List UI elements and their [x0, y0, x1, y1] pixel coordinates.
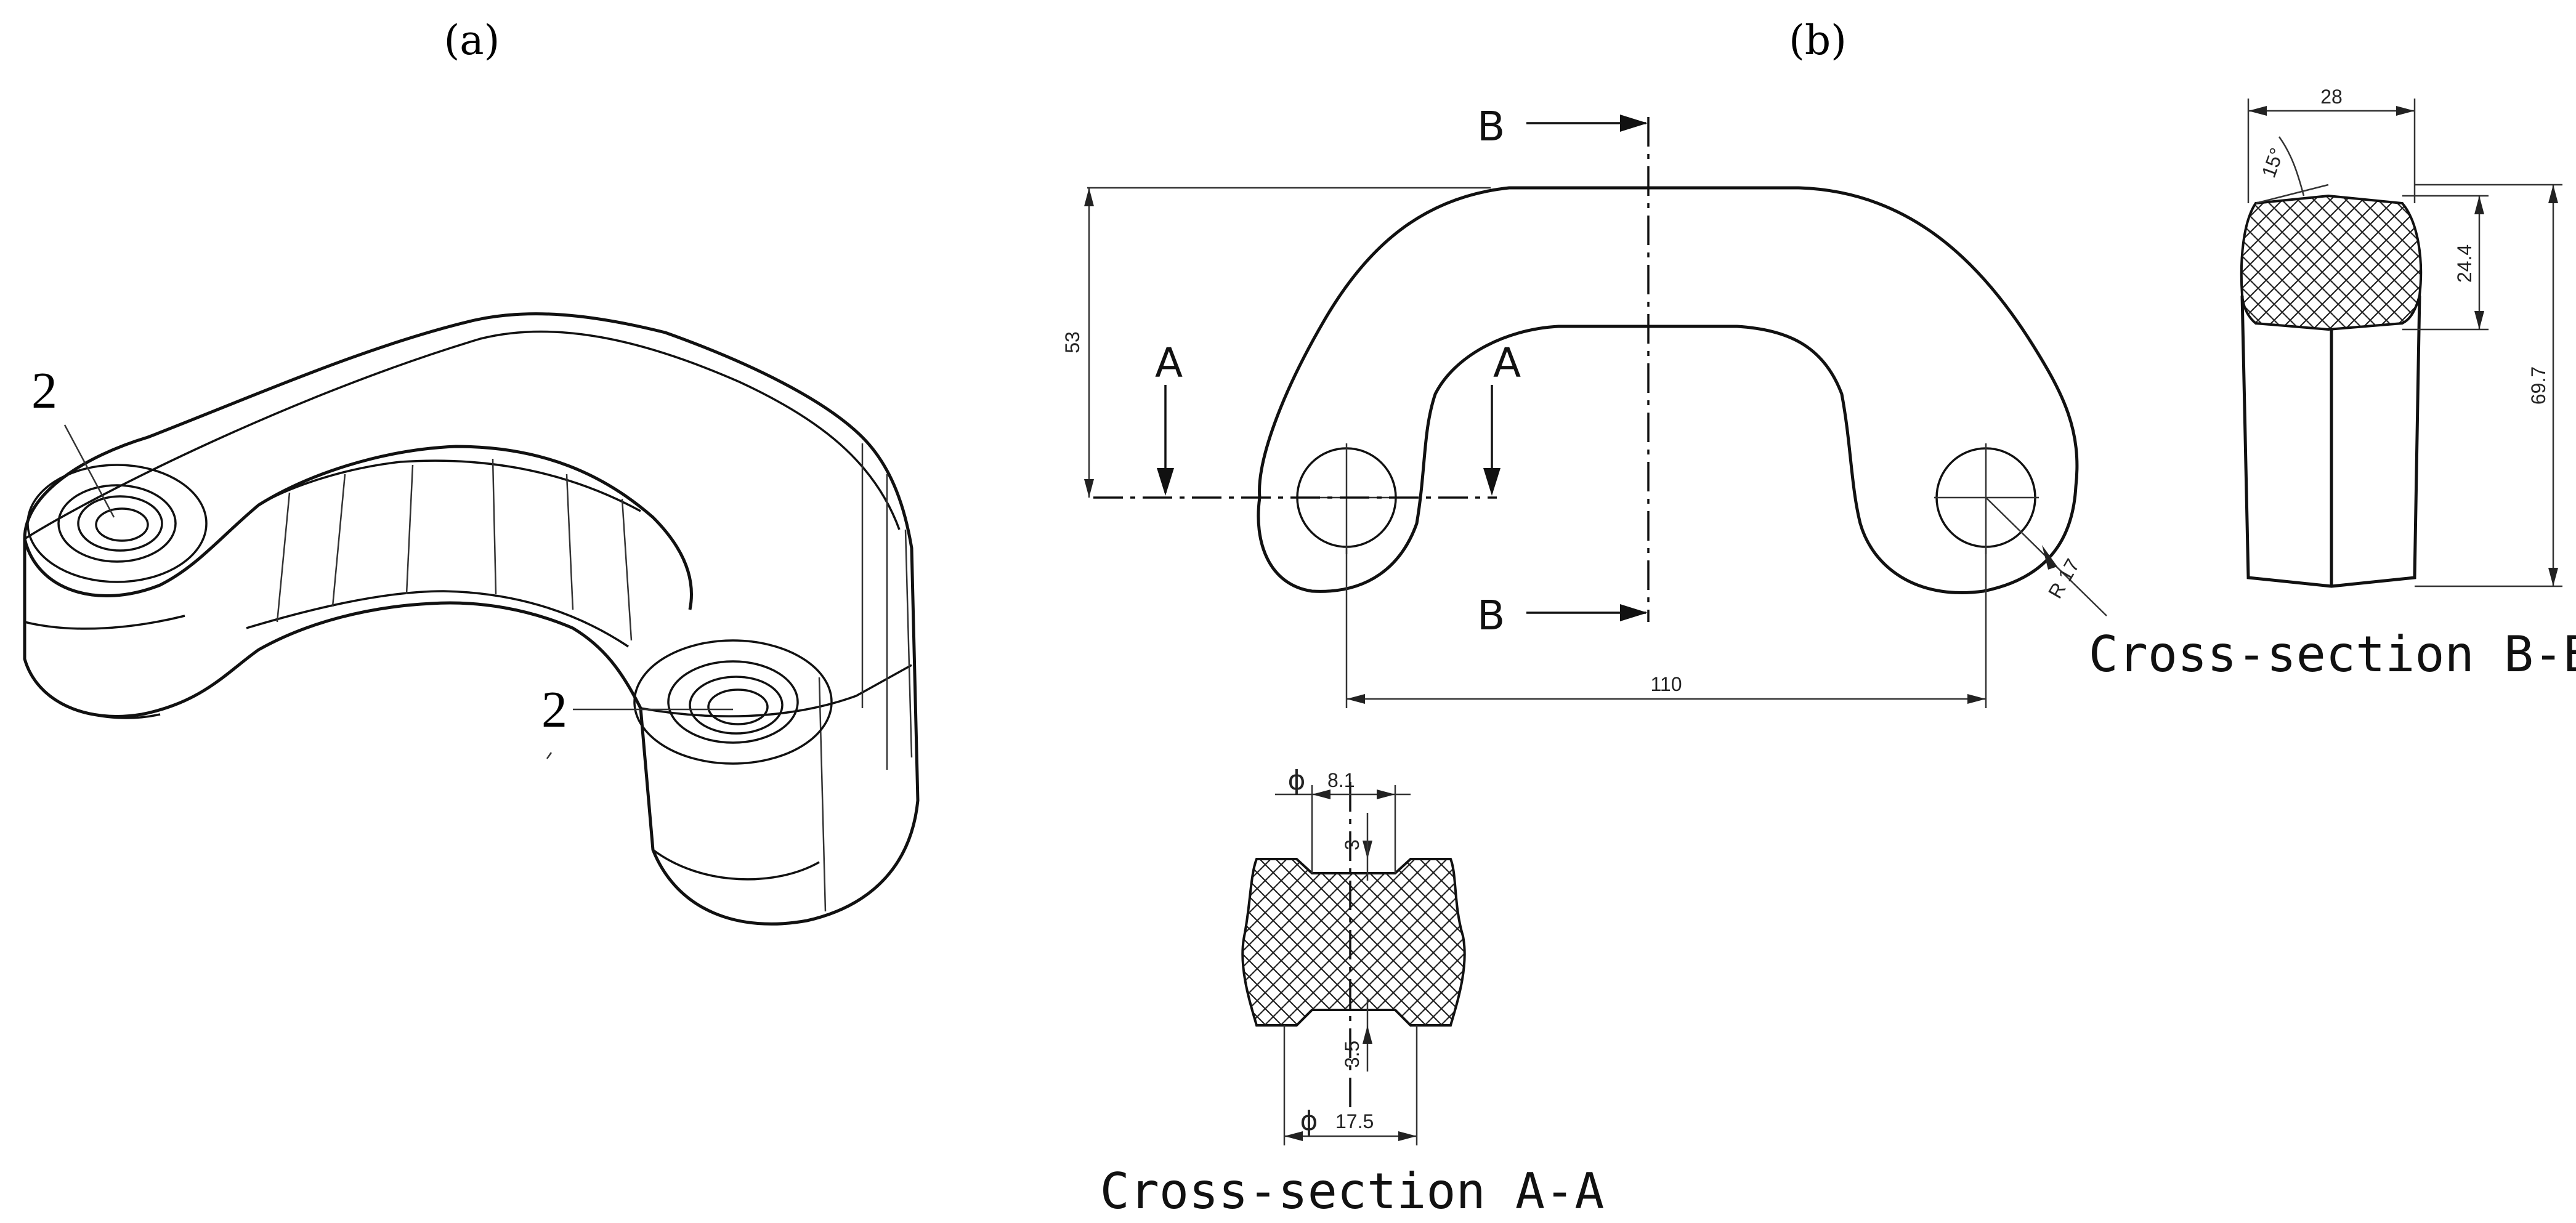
cross-section-b-b-drawing — [2240, 99, 2562, 588]
section-mark-a-left: A — [1155, 339, 1183, 387]
dimension-angle-15: 15° — [2257, 145, 2288, 180]
dimension-69-7: 69.7 — [2527, 366, 2550, 405]
callout-label-right: 2 — [541, 681, 567, 738]
isometric-part-view — [23, 312, 920, 926]
dia-symbol-bottom: ϕ — [1300, 1105, 1318, 1137]
dimension-depth-3-5: 3.5 — [1341, 1041, 1363, 1068]
panel-label-b: (b) — [1789, 17, 1847, 64]
dimension-depth-3: 3 — [1341, 839, 1363, 850]
dimension-28: 28 — [2320, 86, 2343, 108]
dimension-110: 110 — [1650, 673, 1682, 695]
cross-section-a-a-drawing — [1241, 782, 1466, 1145]
section-mark-a-right: A — [1493, 339, 1521, 387]
section-mark-b-top: B — [1477, 103, 1505, 150]
dia-symbol-top: ϕ — [1287, 765, 1305, 796]
dimension-53: 53 — [1061, 331, 1083, 353]
caption-section-a-a: Cross-section A-A — [1100, 1163, 1605, 1220]
section-mark-b-bottom: B — [1477, 592, 1505, 639]
dimension-dia-17-5: 17.5 — [1335, 1110, 1374, 1132]
dimension-24-4: 24.4 — [2453, 244, 2476, 283]
plan-view-drawing — [1084, 115, 2107, 708]
dimension-dia-8-1: 8.1 — [1327, 769, 1355, 791]
caption-section-b-b: Cross-section B-B — [2089, 626, 2576, 683]
panel-label-a: (a) — [444, 17, 500, 64]
callout-label-left: 2 — [31, 362, 57, 419]
